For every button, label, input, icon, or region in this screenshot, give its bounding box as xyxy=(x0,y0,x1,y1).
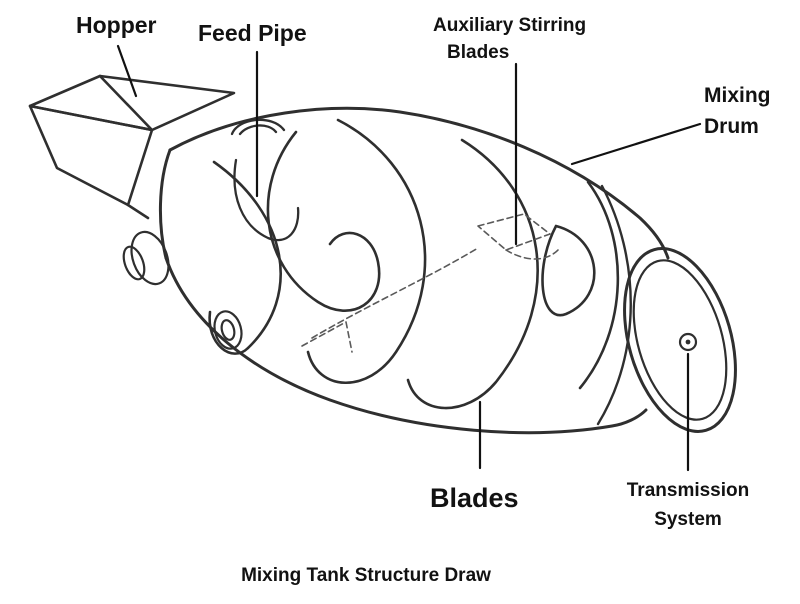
label-auxiliary-line2: Blades xyxy=(447,42,510,63)
label-auxiliary-stirring-blades: Auxiliary Stirring Blades xyxy=(433,12,586,66)
feed-pipe-shape xyxy=(232,120,298,240)
label-mixing-drum-line2: Drum xyxy=(704,115,759,138)
leader-lines xyxy=(118,46,700,470)
hub-circle xyxy=(680,334,696,350)
label-mixing-drum: Mixing Drum xyxy=(704,80,771,142)
label-hopper: Hopper xyxy=(76,12,157,38)
label-auxiliary-line1: Auxiliary Stirring xyxy=(433,15,587,36)
diagram-caption: Mixing Tank Structure Draw xyxy=(241,565,491,586)
auxiliary-blades-dashed xyxy=(302,214,558,352)
label-mixing-drum-line1: Mixing xyxy=(704,84,771,107)
hopper-leader-line xyxy=(118,46,136,96)
spiral-blades xyxy=(210,120,618,408)
end-ring xyxy=(605,236,755,445)
label-transmission-line1: Transmission xyxy=(626,480,750,501)
neck-rings xyxy=(120,227,246,352)
hopper-shape xyxy=(30,76,234,218)
mixing-drum-leader-line xyxy=(572,124,700,164)
label-transmission-system: Transmission System xyxy=(608,476,768,534)
label-transmission-line2: System xyxy=(654,509,722,530)
drum-tail-seam xyxy=(598,186,631,424)
label-feed-pipe: Feed Pipe xyxy=(198,20,307,46)
label-blades: Blades xyxy=(430,483,519,513)
hub-dot xyxy=(685,339,691,345)
